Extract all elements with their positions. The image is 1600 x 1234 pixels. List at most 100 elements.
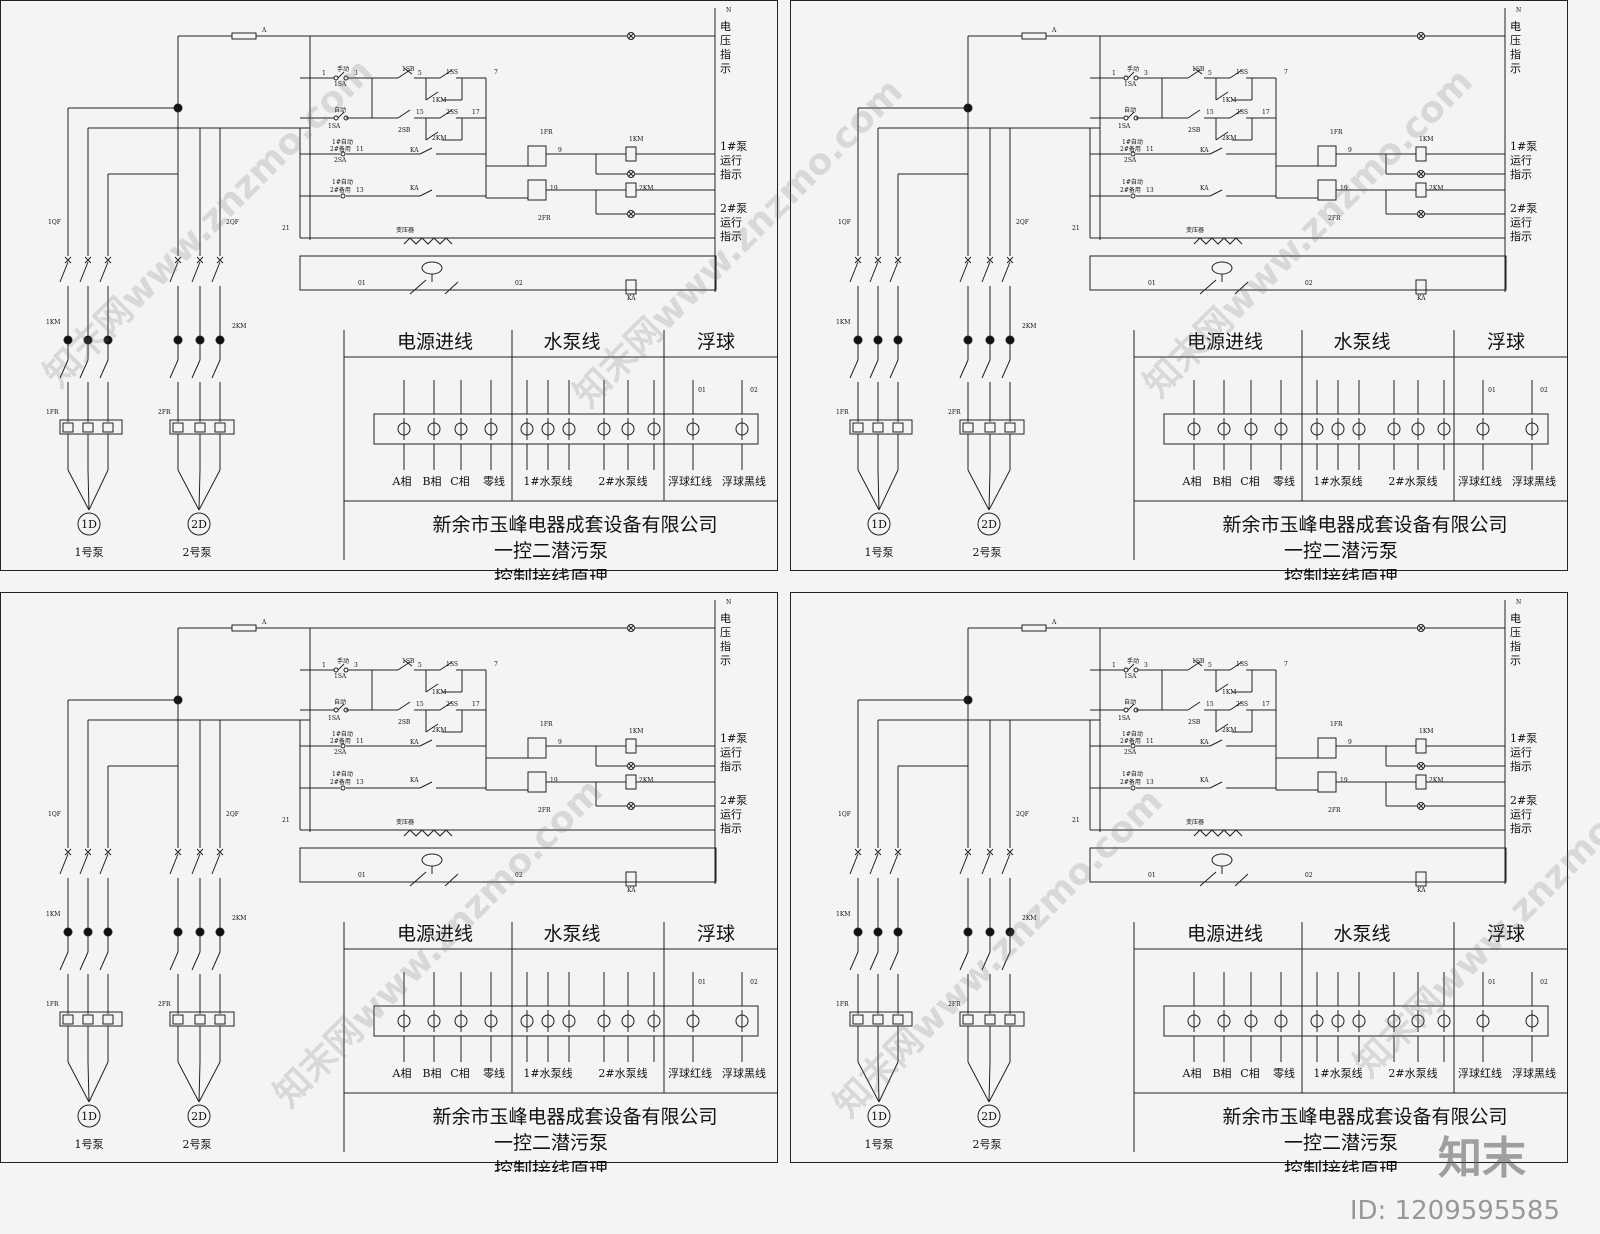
thermal-relay-2fr	[169, 419, 235, 435]
thermal-relay-1fr	[59, 419, 123, 435]
wire-label: 5	[1208, 70, 1212, 77]
wire	[397, 109, 411, 119]
manual-label: 手动	[337, 657, 349, 665]
ka-label: KA	[410, 777, 419, 784]
wire	[1229, 109, 1243, 119]
fr1-label: 1FR	[540, 129, 553, 136]
thermal-element	[214, 422, 226, 433]
manual-label: 手动	[337, 65, 349, 73]
wire	[988, 1061, 1011, 1103]
terminal-label: 零线	[1273, 474, 1295, 488]
motor-2d-label: 2D	[981, 518, 997, 531]
terminal-label: C相	[450, 475, 469, 488]
terminal	[1130, 743, 1136, 749]
sa2-label: 2SA	[334, 749, 347, 756]
wire	[1215, 91, 1229, 101]
terminal-label: B相	[422, 475, 441, 488]
thermal-element	[872, 1014, 884, 1025]
voltage-label: 示	[720, 62, 731, 75]
wire	[857, 1061, 880, 1103]
wire	[1229, 661, 1243, 671]
wire	[1418, 171, 1424, 177]
wire	[894, 848, 902, 856]
terminal	[1130, 193, 1136, 199]
ka-label: KA	[1200, 739, 1209, 746]
km2-label: 2KM	[432, 727, 446, 734]
wire	[104, 256, 112, 264]
sb2-label: 2SB	[398, 127, 411, 134]
drawing-title: 一控二潜污泵	[494, 1132, 608, 1154]
wire	[889, 359, 899, 379]
thermal-element	[1004, 422, 1016, 433]
motor-2d-icon	[977, 512, 1001, 536]
terminal	[333, 667, 339, 673]
voltage-label: 示	[1510, 62, 1521, 75]
indicator-lamp-icon	[1417, 210, 1425, 218]
wire-label: 7	[494, 69, 498, 76]
indicator-lamp-icon	[1417, 802, 1425, 810]
transformer-label: 变压器	[396, 226, 414, 234]
wire	[198, 469, 221, 511]
wire	[169, 261, 179, 283]
phase-a-label: A	[1051, 619, 1057, 626]
thermal-contact-1fr	[1317, 145, 1337, 167]
coil-1km-label: 1KM	[1419, 728, 1433, 735]
contactor-contact-dot	[853, 927, 863, 937]
wire	[169, 853, 179, 875]
indicator-lamp-icon	[627, 802, 635, 810]
voltage-label: 压	[720, 34, 731, 47]
sb1-label: 1SB	[402, 66, 415, 73]
wire	[1001, 261, 1011, 283]
indicator-lamp-icon	[627, 624, 635, 632]
wire	[439, 109, 453, 119]
terminal	[340, 785, 346, 791]
terminal-header: 浮球	[1487, 923, 1525, 945]
wire-label: 19	[550, 185, 558, 192]
sa1-label: 1SA	[334, 81, 347, 88]
transformer-label: 变压器	[1186, 226, 1204, 234]
float-circuit	[1089, 847, 1507, 883]
sa2-label: 2SA	[334, 157, 347, 164]
voltage-label: 示	[1510, 654, 1521, 667]
thermal-relay-1fr	[849, 1011, 913, 1027]
ss1-label: 1SS	[446, 69, 458, 76]
terminal-header: 浮球	[697, 923, 735, 945]
wire-21-label: 21	[1072, 817, 1080, 824]
wire	[87, 1061, 90, 1103]
terminal	[1130, 785, 1136, 791]
wire	[959, 359, 969, 379]
wire-02-label: 02	[1305, 280, 1313, 287]
phase-a-label: A	[261, 27, 267, 34]
wire	[84, 848, 92, 856]
terminal-label: 浮球红线	[1458, 474, 1502, 488]
wire-label: 11	[1146, 146, 1154, 153]
terminal-label: 零线	[1273, 1066, 1295, 1080]
wire	[216, 848, 224, 856]
contactor-contact-dot	[893, 927, 903, 937]
pump2-indicator-label: 2#泵	[1510, 794, 1537, 807]
wire-label: 17	[1262, 701, 1270, 708]
contactor-contact-dot	[893, 335, 903, 345]
wire	[79, 853, 89, 875]
drawing-subtitle: 控制接线原理	[1284, 567, 1398, 580]
wire	[425, 683, 439, 693]
wire	[99, 853, 109, 875]
wire	[419, 147, 433, 155]
transformer-icon	[1193, 237, 1243, 245]
wire	[1418, 763, 1424, 769]
pump-1-label: 1号泵	[75, 546, 104, 559]
thermal-contact-2fr	[1317, 771, 1337, 793]
thermal-contact-1fr	[1317, 737, 1337, 759]
coil-1km-icon	[1415, 146, 1427, 162]
terminal	[343, 667, 349, 673]
transformer-icon	[403, 829, 453, 837]
float-01-label: 01	[1488, 387, 1496, 394]
thermal-element	[852, 1014, 864, 1025]
wire	[409, 871, 427, 887]
wire-label: 17	[472, 109, 480, 116]
terminal	[1133, 75, 1139, 81]
contactor-contact-dot	[173, 335, 183, 345]
wire	[191, 359, 201, 379]
breaker-1qf-label: 1QF	[48, 219, 61, 226]
